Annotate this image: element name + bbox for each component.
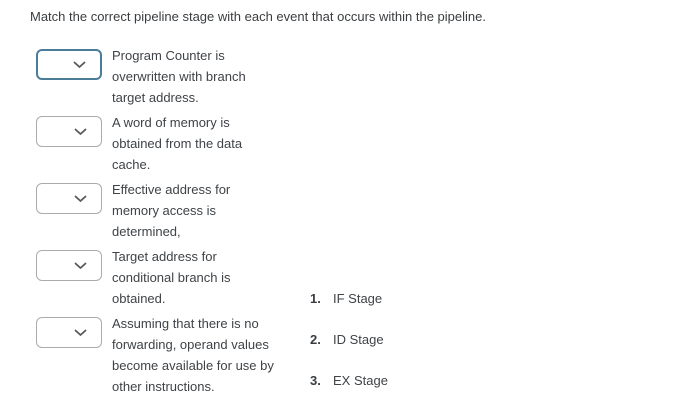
event-text-line: Assuming that there is no <box>112 316 259 331</box>
event-text-line: memory access is <box>112 203 217 218</box>
match-row-3: Effective address for memory access is d… <box>36 179 327 242</box>
stage-option-3: 3. EX Stage <box>310 373 388 394</box>
chevron-down-icon <box>74 329 87 336</box>
stage-select-5[interactable] <box>36 317 102 348</box>
stage-options-list: 1. IF Stage 2. ID Stage 3. EX Stage <box>310 291 388 403</box>
stage-option-label: ID Stage <box>333 332 384 347</box>
event-text-line: determined, <box>112 224 181 239</box>
stage-option-label: EX Stage <box>333 373 388 388</box>
stage-select-4[interactable] <box>36 250 102 281</box>
event-text-2: A word of memory is obtained from the da… <box>112 112 327 175</box>
stage-option-number: 3. <box>310 373 321 388</box>
event-text-line: target address. <box>112 90 199 105</box>
stage-option-2: 2. ID Stage <box>310 332 388 353</box>
event-text-line: Target address for <box>112 249 217 264</box>
event-text-3: Effective address for memory access is d… <box>112 179 327 242</box>
event-text-5: Assuming that there is no forwarding, op… <box>112 313 327 397</box>
match-row-1: Program Counter is overwritten with bran… <box>36 45 327 108</box>
event-text-line: Program Counter is <box>112 48 225 63</box>
stage-select-2[interactable] <box>36 116 102 147</box>
match-row-5: Assuming that there is no forwarding, op… <box>36 313 327 397</box>
stage-option-number: 1. <box>310 291 321 306</box>
event-text-line: conditional branch is <box>112 270 231 285</box>
event-text-4: Target address for conditional branch is… <box>112 246 327 309</box>
event-text-line: obtained from the data <box>112 136 243 151</box>
event-text-line: cache. <box>112 157 151 172</box>
stage-option-number: 2. <box>310 332 321 347</box>
event-text-line: overwritten with branch <box>112 69 246 84</box>
stage-select-1[interactable] <box>36 49 102 80</box>
event-text-line: Effective address for <box>112 182 231 197</box>
stage-option-label: IF Stage <box>333 291 383 306</box>
question-prompt: Match the correct pipeline stage with ea… <box>30 9 486 24</box>
event-text-line: forwarding, operand values <box>112 337 269 352</box>
event-text-line: become available for use by <box>112 358 274 373</box>
chevron-down-icon <box>74 195 87 202</box>
event-text-line: obtained. <box>112 291 166 306</box>
event-text-line: A word of memory is <box>112 115 230 130</box>
stage-select-3[interactable] <box>36 183 102 214</box>
chevron-down-icon <box>73 61 86 68</box>
chevron-down-icon <box>74 262 87 269</box>
match-row-4: Target address for conditional branch is… <box>36 246 327 309</box>
stage-option-1: 1. IF Stage <box>310 291 388 312</box>
event-text-line: other instructions. <box>112 379 215 394</box>
event-text-1: Program Counter is overwritten with bran… <box>112 45 327 108</box>
chevron-down-icon <box>74 128 87 135</box>
match-row-2: A word of memory is obtained from the da… <box>36 112 327 175</box>
